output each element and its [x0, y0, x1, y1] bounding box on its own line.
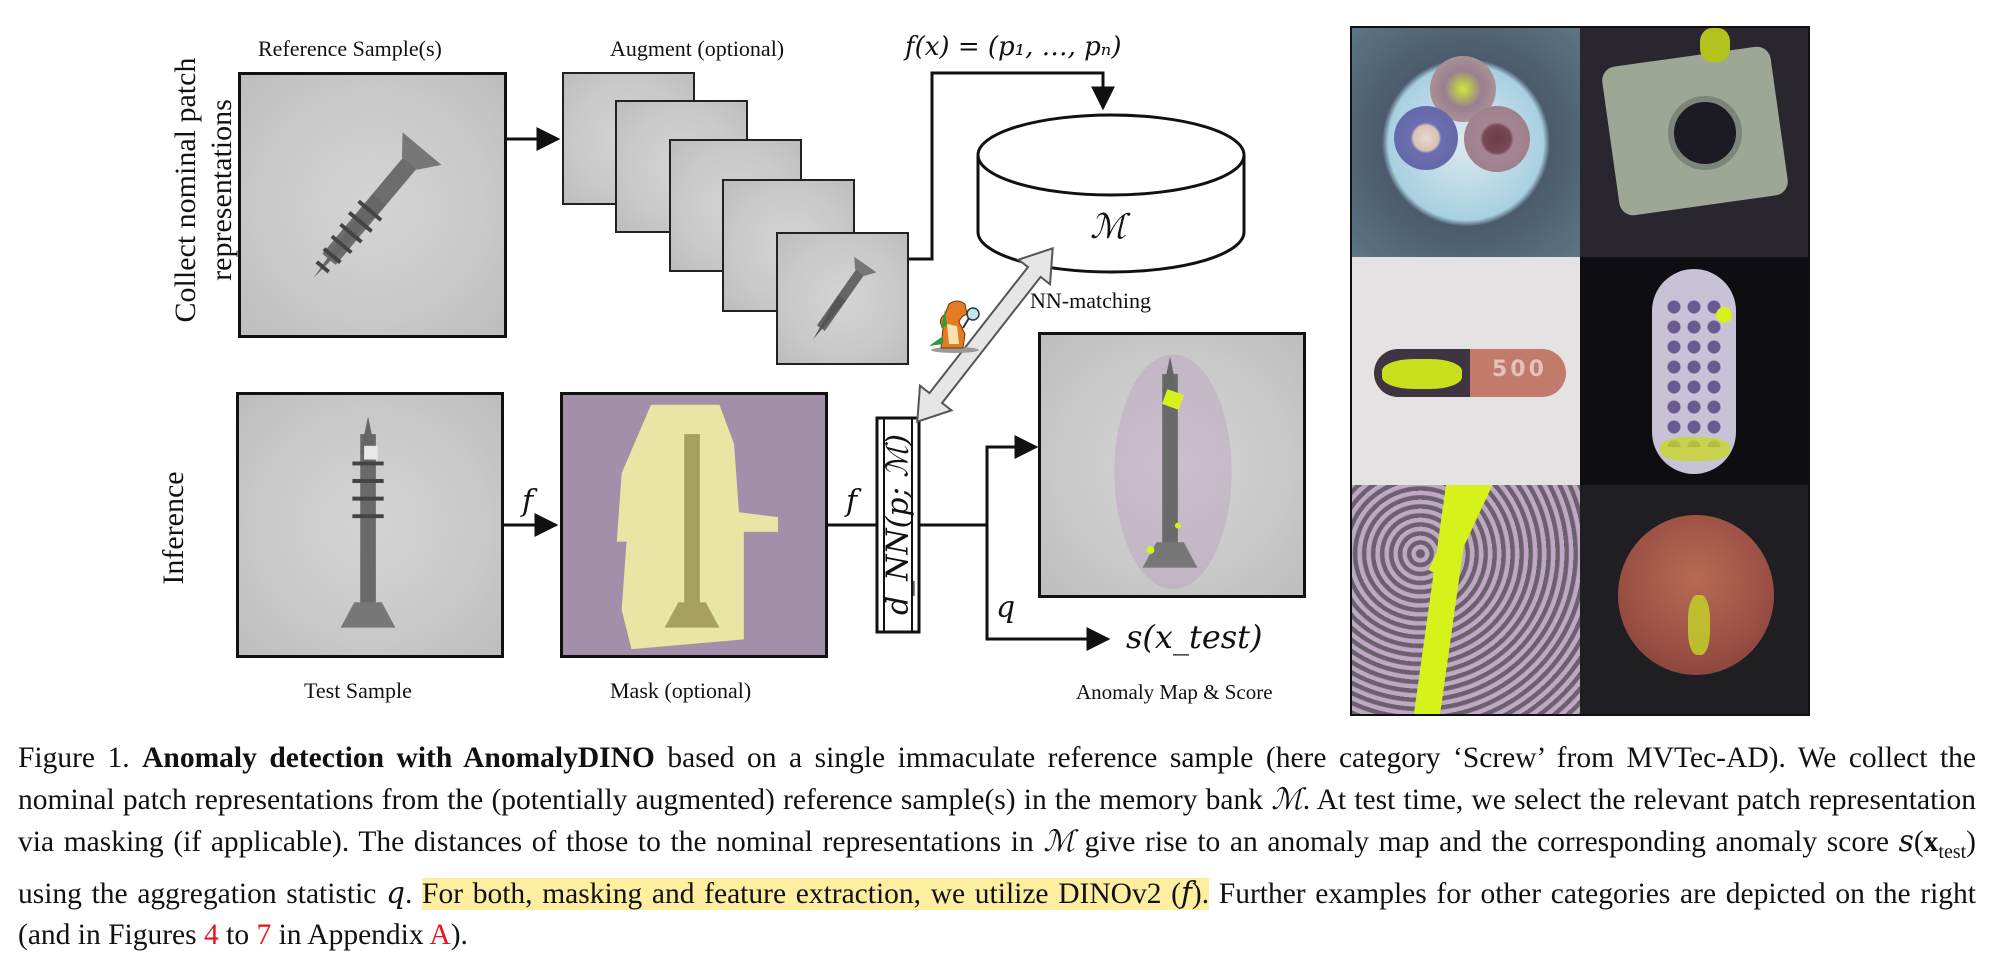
figure-7-link[interactable]: 7 — [256, 918, 272, 951]
feature-formula: f(x) = (p₁, …, pₙ) — [905, 32, 1122, 62]
anomaly-overlay — [1114, 354, 1232, 590]
example-hazelnut — [1580, 485, 1808, 714]
cable-wire-brown — [1464, 106, 1530, 172]
f-label-mask-to-dnn: f — [846, 484, 858, 519]
toothbrush-bristles — [1664, 296, 1724, 447]
capsule-anomaly — [1382, 358, 1462, 389]
dnn-box — [875, 416, 921, 634]
metal-nut-anomaly — [1700, 28, 1730, 62]
caption-highlight-end: ). — [1191, 877, 1210, 910]
example-metal-nut — [1580, 28, 1808, 257]
memory-bank-symbol: ℳ — [1090, 207, 1127, 247]
caption-text-6: Further examples for other categories ar… — [18, 877, 1976, 951]
mask-label: Mask (optional) — [610, 678, 752, 703]
caption-title: Anomaly detection with AnomalyDINO — [142, 742, 655, 774]
hazelnut-anomaly — [1688, 595, 1710, 656]
augment-label: Augment (optional) — [610, 36, 785, 61]
augment-image-5 — [776, 232, 909, 365]
screw-icon — [813, 256, 877, 340]
nn-matching-double-arrow — [916, 246, 1054, 424]
figure-4-link[interactable]: 4 — [204, 918, 219, 951]
caption-text-2: . At test time, we select the relevant p… — [18, 784, 1976, 858]
caption-text-9: ). — [450, 918, 468, 951]
caption-q: q — [386, 875, 405, 910]
arrow-to-anomaly-map — [985, 435, 1039, 525]
capsule-light-half — [1470, 348, 1566, 397]
reference-sample-label: Reference Sample(s) — [258, 36, 442, 61]
example-capsule: 500 — [1352, 256, 1580, 486]
arrow-augment-to-memory — [909, 71, 1115, 261]
caption-score-s: s — [1898, 824, 1914, 858]
example-carpet — [1352, 485, 1580, 714]
arrow-to-score — [985, 525, 1111, 651]
caption-text-5: . — [404, 877, 423, 910]
dino-mascot-icon — [929, 300, 980, 353]
nn-matching-label: NN-matching — [1030, 288, 1151, 313]
toothbrush-anomaly — [1716, 306, 1732, 323]
caption-score-sub: test — [1938, 840, 1967, 863]
mask-overlay — [616, 404, 779, 650]
toothbrush-anomaly-base — [1660, 436, 1730, 461]
dnn-formula: d_NN(p; ℳ) — [880, 433, 916, 616]
metal-nut-hole — [1668, 96, 1742, 170]
memory-bank-cylinder — [976, 113, 1246, 274]
figure-caption: Figure 1. Anomaly detection with Anomaly… — [18, 742, 1976, 951]
appendix-a-link[interactable]: A — [429, 918, 451, 951]
caption-text-4: using the aggregation statistic — [18, 877, 387, 910]
caption-highlight-text: For both, masking and feature extraction… — [422, 877, 1181, 910]
caption-prefix: Figure 1. — [18, 742, 143, 774]
anomaly-map-label: Anomaly Map & Score — [1076, 680, 1273, 704]
anomaly-score-label: s(x_test) — [1126, 618, 1263, 656]
mask-image — [560, 392, 828, 658]
screw-icon — [340, 416, 396, 628]
q-label: q — [996, 590, 1016, 625]
caption-text-7: to — [218, 918, 257, 951]
caption-text-1: based on a single immaculate reference s… — [18, 742, 1976, 816]
caption-memory-symbol-2: ℳ — [1043, 824, 1075, 858]
anomaly-map-image — [1038, 332, 1306, 598]
examples-grid: 500 — [1350, 26, 1810, 716]
caption-highlight-f: f — [1180, 875, 1192, 910]
cable-wire-blue — [1394, 106, 1458, 170]
pipeline-diagram — [504, 71, 1246, 651]
caption-text-3: give rise to an anomaly map and the corr… — [1074, 826, 1899, 858]
caption-text-8: in Appendix — [271, 918, 430, 951]
capsule-imprint: 500 — [1492, 356, 1547, 382]
test-sample-image — [236, 392, 504, 658]
reference-sample-image — [238, 72, 507, 338]
caption-score-x: x — [1923, 826, 1939, 858]
caption-memory-symbol-1: ℳ — [1271, 782, 1303, 816]
example-toothbrush — [1580, 256, 1808, 486]
screw-icon — [313, 132, 442, 279]
f-label-test-to-mask: f — [522, 484, 534, 519]
caption-highlight: For both, masking and feature extraction… — [422, 875, 1210, 910]
example-cable — [1352, 28, 1580, 257]
test-sample-label: Test Sample — [304, 678, 412, 703]
